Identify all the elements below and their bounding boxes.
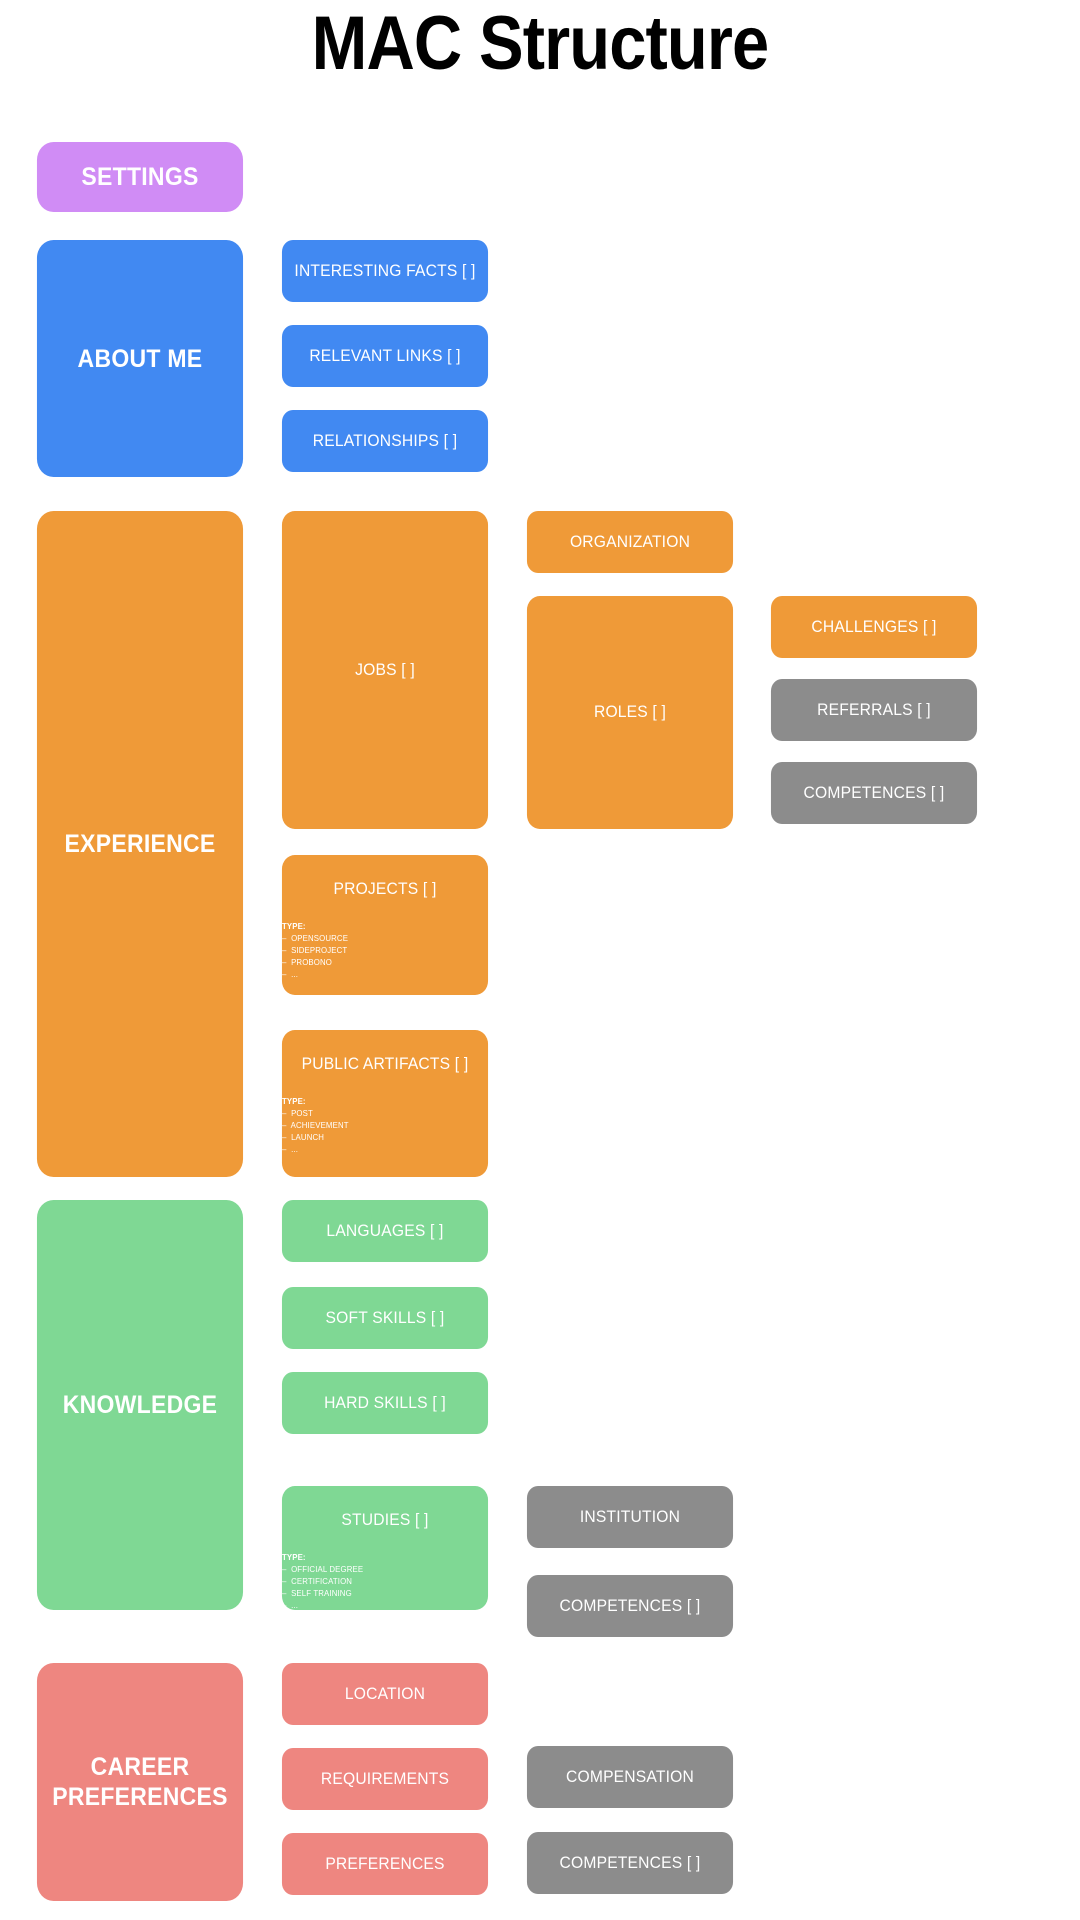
node-about-me-label: ABOUT ME [77, 344, 203, 373]
node-jobs-label: JOBS [ ] [355, 659, 415, 679]
node-relationships[interactable]: RELATIONSHIPS [ ] [281, 410, 489, 472]
node-relationships-label: RELATIONSHIPS [ ] [312, 430, 458, 450]
type-item: – POST [281, 1107, 313, 1118]
node-roles[interactable]: ROLES [ ] [526, 596, 734, 829]
node-referrals-label: REFERRALS [ ] [817, 699, 931, 719]
type-item: – OFFICIAL DEGREE [281, 1563, 364, 1574]
node-public-artifacts-types: TYPE: – POST – ACHIEVEMENT – LAUNCH – ..… [282, 1095, 488, 1155]
node-competences-knowledge-label: COMPETENCES [ ] [559, 1595, 701, 1615]
node-career-preferences-label-line-1: CAREER [90, 1753, 190, 1781]
node-experience-label: EXPERIENCE [64, 830, 216, 858]
node-referrals[interactable]: REFERRALS [ ] [770, 679, 978, 741]
node-jobs[interactable]: JOBS [ ] [281, 511, 489, 829]
node-institution[interactable]: INSTITUTION [526, 1486, 734, 1548]
node-challenges-label: CHALLENGES [ ] [811, 616, 937, 636]
node-settings-label: SETTINGS [81, 163, 199, 191]
type-item: – ... [281, 969, 299, 980]
node-relevant-links[interactable]: RELEVANT LINKS [ ] [281, 325, 489, 387]
node-soft-skills-label: SOFT SKILLS [ ] [325, 1307, 445, 1327]
node-requirements[interactable]: REQUIREMENTS [281, 1748, 489, 1810]
node-languages-label: LANGUAGES [ ] [326, 1220, 444, 1240]
node-institution-label: INSTITUTION [579, 1506, 681, 1526]
type-label: TYPE: [281, 1551, 306, 1562]
node-settings[interactable]: SETTINGS [36, 142, 244, 212]
type-item: – LAUNCH [281, 1131, 325, 1142]
node-organization[interactable]: ORGANIZATION [526, 511, 734, 573]
node-preferences-label: PREFERENCES [325, 1853, 445, 1873]
node-organization-label: ORGANIZATION [569, 531, 691, 551]
node-public-artifacts[interactable]: PUBLIC ARTIFACTS [ ] TYPE: – POST – ACHI… [281, 1030, 489, 1177]
type-item: – SIDEPROJECT [281, 944, 348, 955]
node-studies-label: STUDIES [ ] [341, 1510, 429, 1529]
node-soft-skills[interactable]: SOFT SKILLS [ ] [281, 1287, 489, 1349]
node-projects-label: PROJECTS [ ] [333, 879, 437, 898]
node-studies[interactable]: STUDIES [ ] TYPE: – OFFICIAL DEGREE – CE… [281, 1486, 489, 1611]
node-studies-types: TYPE: – OFFICIAL DEGREE – CERTIFICATION … [282, 1551, 488, 1611]
node-public-artifacts-label: PUBLIC ARTIFACTS [ ] [301, 1054, 469, 1073]
node-languages[interactable]: LANGUAGES [ ] [281, 1200, 489, 1262]
node-location[interactable]: LOCATION [281, 1663, 489, 1725]
node-competences-career-label: COMPETENCES [ ] [559, 1852, 701, 1872]
node-competences-career[interactable]: COMPETENCES [ ] [526, 1832, 734, 1894]
node-location-label: LOCATION [344, 1683, 426, 1703]
node-hard-skills[interactable]: HARD SKILLS [ ] [281, 1372, 489, 1434]
node-about-me[interactable]: ABOUT ME [36, 240, 244, 477]
node-preferences[interactable]: PREFERENCES [281, 1833, 489, 1895]
node-projects[interactable]: PROJECTS [ ] TYPE: – OPENSOURCE – SIDEPR… [281, 855, 489, 995]
type-item: – SELF TRAINING [281, 1587, 352, 1598]
node-interesting-facts-label: INTERESTING FACTS [ ] [294, 260, 476, 280]
node-roles-label: ROLES [ ] [593, 702, 667, 722]
node-requirements-label: REQUIREMENTS [320, 1768, 450, 1788]
node-relevant-links-label: RELEVANT LINKS [ ] [309, 345, 461, 365]
page-title: MAC Structure [311, 1, 770, 86]
node-knowledge[interactable]: KNOWLEDGE [36, 1200, 244, 1610]
type-item: – ACHIEVEMENT [281, 1119, 349, 1130]
node-hard-skills-label: HARD SKILLS [ ] [324, 1392, 446, 1412]
type-item: – ... [281, 1600, 299, 1611]
type-item: – PROBONO [281, 956, 333, 967]
node-competences-experience[interactable]: COMPETENCES [ ] [770, 762, 978, 824]
node-projects-types: TYPE: – OPENSOURCE – SIDEPROJECT – PROBO… [282, 920, 488, 980]
node-challenges[interactable]: CHALLENGES [ ] [770, 596, 978, 658]
node-career-preferences-label-line-2: PREFERENCES [52, 1783, 228, 1811]
type-item: – ... [281, 1144, 299, 1155]
type-item: – OPENSOURCE [281, 932, 349, 943]
node-interesting-facts[interactable]: INTERESTING FACTS [ ] [281, 240, 489, 302]
type-item: – CERTIFICATION [281, 1575, 353, 1586]
node-career-preferences[interactable]: CAREER PREFERENCES [36, 1663, 244, 1901]
type-label: TYPE: [281, 920, 306, 931]
node-compensation[interactable]: COMPENSATION [526, 1746, 734, 1808]
type-label: TYPE: [281, 1095, 306, 1106]
node-competences-knowledge[interactable]: COMPETENCES [ ] [526, 1575, 734, 1637]
node-knowledge-label: KNOWLEDGE [62, 1391, 218, 1419]
node-competences-experience-label: COMPETENCES [ ] [803, 782, 945, 802]
node-experience[interactable]: EXPERIENCE [36, 511, 244, 1177]
node-compensation-label: COMPENSATION [566, 1766, 694, 1786]
